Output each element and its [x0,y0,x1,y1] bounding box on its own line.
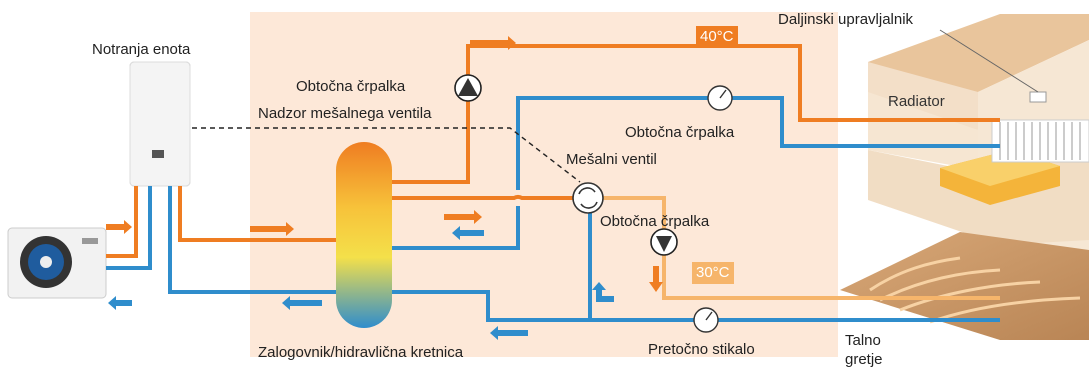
flow-switch [693,307,719,333]
pump-floor [650,228,678,256]
flow-arrows [106,36,663,340]
label-floor-heating-1: Talno [845,332,881,349]
mixing-valve [572,182,604,214]
label-mixing-valve: Mešalni ventil [566,151,657,168]
arrow-left [282,296,322,310]
radiator-unit [991,119,1089,163]
label-mixing-control: Nadzor mešalnega ventila [258,105,432,122]
outdoor-unit [7,227,107,299]
room-illustration [840,14,1089,340]
label-flow-switch: Pretočno stikalo [648,341,755,358]
label-pump-floor: Obtočna črpalka [600,213,710,230]
label-tank: Zalogovnik/hidravlična kretnica [258,344,464,361]
temp-badge-low: 30°C [692,262,734,284]
pump-top [454,74,482,102]
label-pump-top: Obtočna črpalka [296,78,406,95]
label-floor-heating-2: gretje [845,351,883,368]
temp-badge-high: 40°C [696,26,738,48]
arrow-down [649,266,663,292]
arrow-left [452,226,484,240]
label-remote: Daljinski upravljalnik [778,11,914,28]
arrow-right [250,222,294,236]
arrow-up [592,282,614,302]
label-pump-radiator: Obtočna črpalka [625,124,735,141]
arrow-left [490,326,528,340]
indoor-unit [129,61,191,187]
pump-radiator [707,85,733,111]
arrow-right [470,36,516,50]
arrow-right [106,220,132,234]
buffer-tank [336,142,392,328]
label-radiator: Radiator [888,93,945,110]
arrow-left [108,296,132,310]
label-indoor-unit: Notranja enota [92,41,191,58]
arrow-right [444,210,482,224]
pipes [106,44,1000,322]
remote-controller [1029,91,1047,103]
